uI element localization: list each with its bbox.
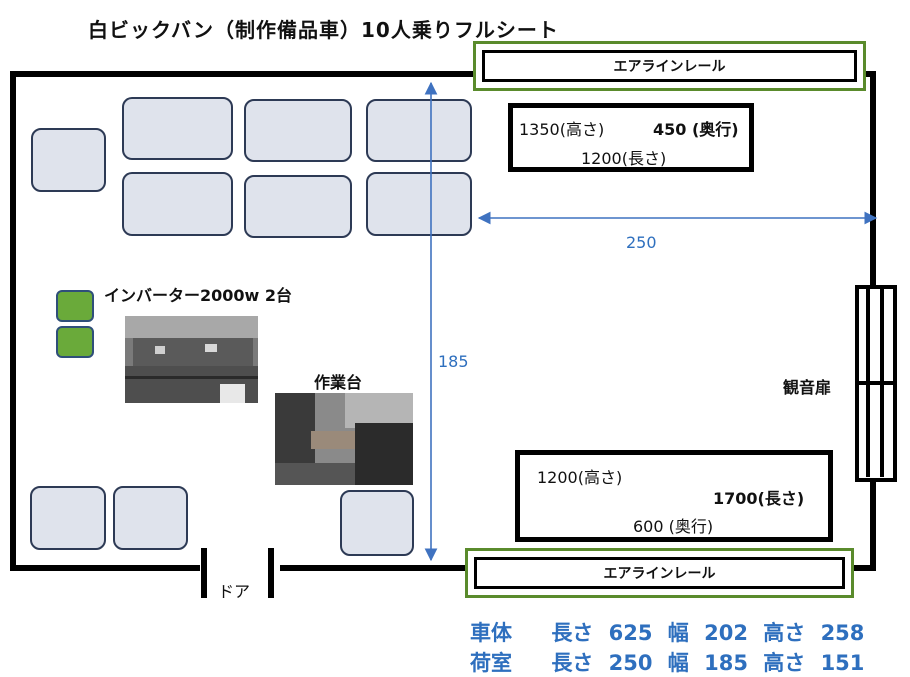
cargo-top-depth: 450 (奥行) <box>653 120 739 139</box>
door-post-left <box>201 548 207 598</box>
seat <box>31 128 106 192</box>
stats-row-cargo: 荷室 長さ 250 幅 185 高さ 151 <box>470 647 864 677</box>
rear-door-divider <box>866 289 870 477</box>
inverter-label: インバーター2000w 2台 <box>104 286 293 305</box>
stats-height-label: 高さ <box>763 651 806 675</box>
seat <box>244 175 352 238</box>
cargo-top-length: 1200(長さ) <box>581 149 667 168</box>
seat <box>30 486 106 550</box>
stats-name: 車体 <box>470 621 512 645</box>
cargo-box-bottom: 1200(高さ) 1700(長さ) 600 (奥行) <box>515 450 833 542</box>
seat <box>366 172 472 236</box>
workbench-photo-image <box>275 393 413 485</box>
inverter-unit <box>56 290 94 322</box>
seat <box>113 486 188 550</box>
stats-height-value: 151 <box>820 651 865 675</box>
rear-door-upper <box>855 285 897 385</box>
seat <box>122 97 233 160</box>
cargo-box-top: 1350(高さ) 450 (奥行) 1200(長さ) <box>508 103 754 172</box>
stats-width-value: 185 <box>704 651 748 675</box>
stats-width-label: 幅 <box>667 651 689 675</box>
airline-rail-bottom: エアラインレール <box>465 548 854 598</box>
cargo-bottom-height: 1200(高さ) <box>537 468 623 487</box>
rear-door-lower <box>855 381 897 482</box>
stats-length-value: 250 <box>608 651 653 675</box>
cargo-bottom-depth: 600 (奥行) <box>633 517 714 536</box>
door-label: ドア <box>218 582 251 601</box>
rear-door-label: 観音扉 <box>783 378 832 397</box>
page-title: 白ビックバン（制作備品車）10人乗りフルシート <box>88 18 559 42</box>
inverter-photo <box>125 316 258 403</box>
stats-name: 荷室 <box>470 651 512 675</box>
seat <box>340 490 414 556</box>
workbench-photo <box>275 393 413 485</box>
door-gap <box>200 565 280 573</box>
stats-width-label: 幅 <box>667 621 689 645</box>
stats-height-value: 258 <box>820 621 865 645</box>
stats-length-value: 625 <box>608 621 653 645</box>
inverter-unit <box>56 326 94 358</box>
inverter-photo-image <box>125 316 258 403</box>
stats-height-label: 高さ <box>763 621 806 645</box>
rear-door-divider <box>880 289 884 477</box>
airline-rail-top: エアラインレール <box>473 41 866 91</box>
workbench-label: 作業台 <box>314 373 363 392</box>
seat <box>366 99 472 162</box>
stats-row-body: 車体 長さ 625 幅 202 高さ 258 <box>470 617 864 647</box>
width-dimension-label: 250 <box>626 233 657 252</box>
cargo-bottom-length: 1700(長さ) <box>713 489 805 508</box>
door-post-right <box>268 548 274 598</box>
seat <box>122 172 233 236</box>
height-dimension-label: 185 <box>438 352 469 371</box>
stats-length-label: 長さ <box>551 651 594 675</box>
cargo-top-height: 1350(高さ) <box>519 120 605 139</box>
airline-rail-top-label: エアラインレール <box>482 50 857 82</box>
stats-length-label: 長さ <box>551 621 594 645</box>
stats-width-value: 202 <box>704 621 748 645</box>
airline-rail-bottom-label: エアラインレール <box>474 557 845 589</box>
seat <box>244 99 352 162</box>
